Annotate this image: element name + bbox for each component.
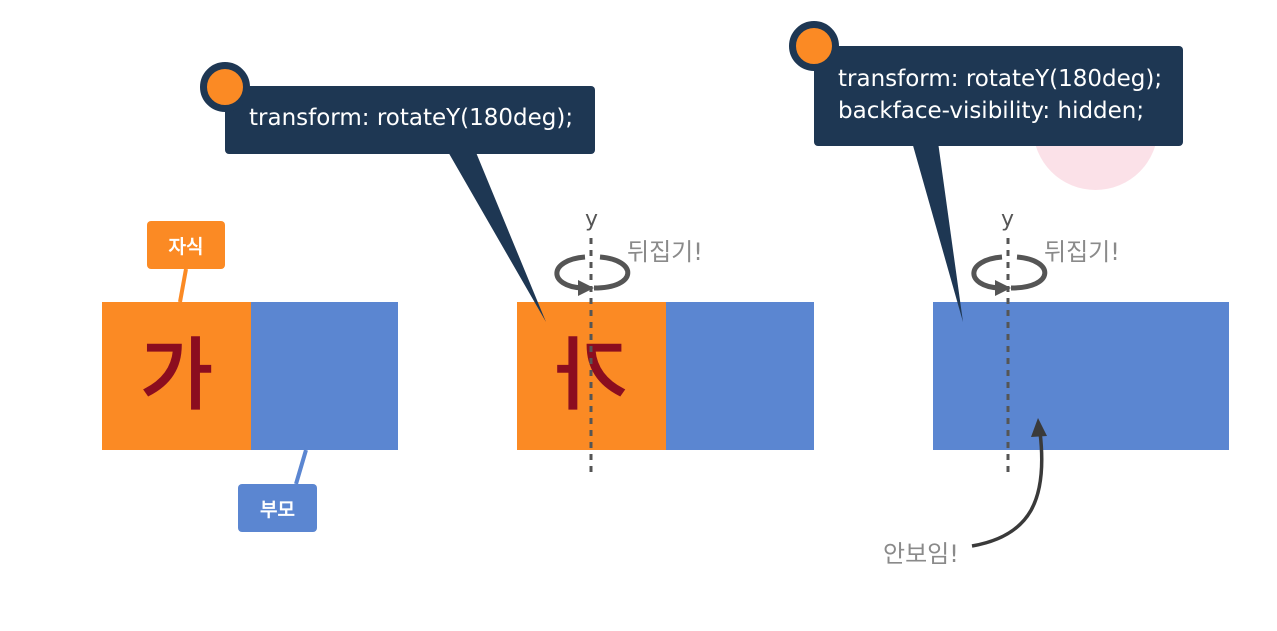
parent-label-tag: 부모 [238,484,317,532]
callout-dot [200,62,250,112]
child-connector-line [178,268,188,303]
rotation-arrow-icon [971,254,1048,291]
y-axis-label: y [585,207,599,232]
parent-box [933,302,1229,450]
child-box-front: 가 [102,302,251,450]
parent-box [666,302,814,450]
code-callout: transform: rotateY(180deg); backface-vis… [814,46,1183,146]
parent-box [251,302,398,450]
hidden-pointer-arrowhead [1031,418,1047,437]
callout-pointer [912,142,963,322]
callout-pointer [447,150,546,322]
code-line-transform: transform: rotateY(180deg); [838,66,1163,92]
child-label-text: 자식 [168,235,204,258]
parent-label-text: 부모 [260,498,295,521]
hidden-text: 안보임! [883,540,959,568]
callout-dot [789,21,839,71]
code-callout: transform: rotateY(180deg); [225,86,595,154]
flip-text: 뒤집기! [1044,238,1120,266]
rotation-arrowhead [995,280,1011,296]
parent-connector-line [294,449,308,485]
rotation-arrow-icon [554,254,631,291]
rotation-arrowhead [578,280,594,296]
hidden-pointer-arrow [971,431,1044,548]
child-label-tag: 자식 [147,221,225,269]
flip-text: 뒤집기! [627,238,703,266]
code-line: transform: rotateY(180deg); [249,105,574,131]
code-line-backface: backface-visibility: hidden; [838,98,1145,124]
y-axis-label: y [1001,207,1015,232]
child-glyph: 가 [140,331,213,421]
